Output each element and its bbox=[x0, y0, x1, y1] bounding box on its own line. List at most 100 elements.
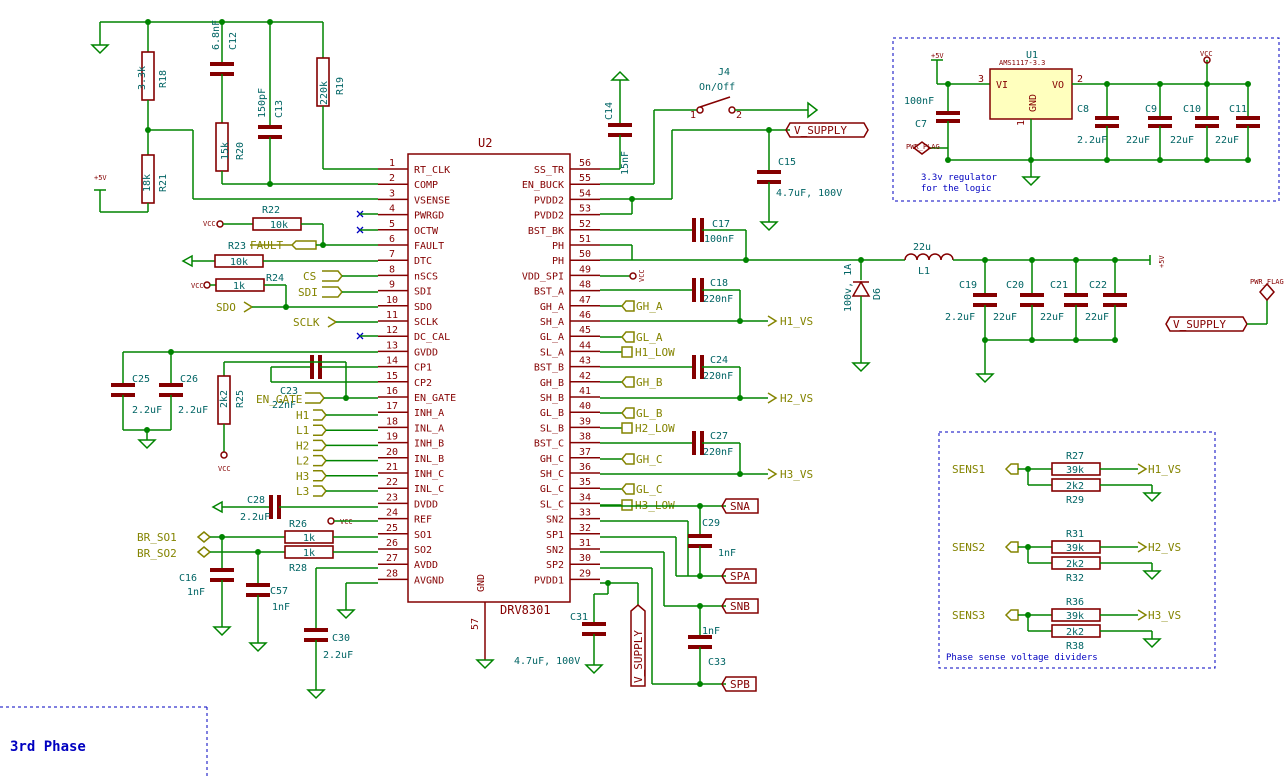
r29-ref: R29 bbox=[1066, 495, 1084, 506]
ic-pin-number: 44 bbox=[579, 340, 591, 351]
u1-ref: U1 bbox=[1026, 50, 1038, 61]
ic-pin-number: 13 bbox=[386, 340, 398, 351]
ic-pin-number: 46 bbox=[579, 310, 591, 321]
ic-pin-name: SH_A bbox=[540, 317, 564, 328]
left-io-network: VCC R22 10k FAULT R23 10k CS VCC R24 1k bbox=[181, 205, 378, 340]
r25-value: 2k2 bbox=[219, 390, 230, 408]
c11-value: 22uF bbox=[1215, 135, 1239, 146]
r20-ref: R20 bbox=[235, 142, 246, 160]
ic-pin-number: 32 bbox=[579, 523, 591, 534]
ic-pin-number: 30 bbox=[579, 553, 591, 564]
ic-pin-number: 18 bbox=[386, 416, 398, 427]
hier-label-shape bbox=[767, 468, 778, 480]
sens1-label: SENS1 bbox=[952, 463, 985, 476]
h1-low-label: H1_LOW bbox=[635, 346, 675, 359]
hier-label-shape bbox=[1004, 541, 1019, 553]
junction bbox=[1157, 81, 1163, 87]
r18-value: 3.3k bbox=[137, 66, 148, 90]
ic-pin-name: PVDD2 bbox=[534, 211, 564, 222]
ic-pin-name: DVDD bbox=[414, 499, 438, 510]
c17-value: 100nF bbox=[704, 234, 734, 245]
h1-vs-label: H1_VS bbox=[1148, 463, 1181, 476]
ic-pin-name: SO2 bbox=[414, 545, 432, 556]
ic-pin-number: 38 bbox=[579, 432, 591, 443]
c26-ref: C26 bbox=[180, 374, 198, 385]
ic-pin-name: VDD_SPI bbox=[522, 271, 564, 282]
r23-ref: R23 bbox=[228, 241, 246, 252]
ic-pin-name: BST_A bbox=[534, 287, 564, 298]
c24-value: 220nF bbox=[703, 371, 733, 382]
ic-pin-name: EN_GATE bbox=[414, 393, 456, 404]
ic-pin-name: AVGND bbox=[414, 575, 444, 586]
hier-label-shape bbox=[313, 439, 327, 452]
u1-gnd: GND bbox=[1028, 94, 1039, 112]
ic-pin-number: 51 bbox=[579, 234, 591, 245]
c7-ref: C7 bbox=[915, 119, 927, 130]
phase-dividers: SENS1R2739k2k2R29H1_VSSENS2R3139k2k2R32H… bbox=[952, 451, 1181, 652]
ic-pin-name: nSCS bbox=[414, 271, 438, 282]
c8-value: 2.2uF bbox=[1077, 135, 1107, 146]
h2-low-label: H2_LOW bbox=[635, 422, 675, 435]
br-so1-label: BR_SO1 bbox=[137, 531, 177, 544]
ic-pin-name: INH_B bbox=[414, 439, 444, 450]
ic-pin-number: 47 bbox=[579, 295, 591, 306]
c27-ref: C27 bbox=[710, 431, 728, 442]
hier-label-shape bbox=[1137, 463, 1148, 475]
ic-pin-number: 24 bbox=[386, 508, 398, 519]
c24-ref: C24 bbox=[710, 355, 728, 366]
ic-pin-name: GL_C bbox=[540, 484, 564, 495]
ic-pin-number: 29 bbox=[579, 568, 591, 579]
gl-a-label: GL_A bbox=[636, 331, 663, 344]
c28-ref: C28 bbox=[247, 495, 265, 506]
ic-pin-number: 1 bbox=[389, 158, 395, 169]
ic-pin-number: 43 bbox=[579, 356, 591, 367]
c33-ref: C33 bbox=[708, 657, 726, 668]
hier-label-shape bbox=[1137, 541, 1148, 553]
ic-pin-number: 14 bbox=[386, 356, 398, 367]
ic-pin-number: 49 bbox=[579, 264, 591, 275]
hier-label-shape bbox=[621, 331, 635, 343]
c10-ref: C10 bbox=[1183, 104, 1201, 115]
c19-ref: C19 bbox=[959, 280, 977, 291]
c22-ref: C22 bbox=[1089, 280, 1107, 291]
hier-label-shape bbox=[621, 499, 633, 511]
junction bbox=[1104, 81, 1110, 87]
j4-value: On/Off bbox=[699, 82, 735, 93]
spa-label: SPA bbox=[730, 570, 750, 583]
c9-ref: C9 bbox=[1145, 104, 1157, 115]
sclk-label: SCLK bbox=[293, 316, 320, 329]
vcc-label-reg: VCC bbox=[1200, 50, 1213, 58]
r28-value: 1k bbox=[303, 548, 315, 559]
r27-value: 39k bbox=[1066, 465, 1084, 476]
c23-ref: C23 bbox=[280, 386, 298, 397]
ic-pin-number: 6 bbox=[389, 234, 395, 245]
gh-a-label: GH_A bbox=[636, 300, 663, 313]
cs-label: CS bbox=[303, 270, 316, 283]
h3-vs-label: H3_VS bbox=[780, 468, 813, 481]
ic-pin-number: 8 bbox=[389, 264, 395, 275]
ic-pin-name: INH_A bbox=[414, 408, 444, 419]
hier-label-shape bbox=[621, 422, 633, 434]
ic-pin-name: SS_TR bbox=[534, 165, 565, 176]
c18-value: 220nF bbox=[703, 294, 733, 305]
en-gate-label: EN_GATE bbox=[256, 393, 302, 406]
c25-ref: C25 bbox=[132, 374, 150, 385]
c12-ref: C12 bbox=[228, 32, 239, 50]
ic-pin-number: 26 bbox=[386, 538, 398, 549]
c27-value: 220nF bbox=[703, 447, 733, 458]
junction bbox=[1204, 157, 1210, 163]
c10-value: 22uF bbox=[1170, 135, 1194, 146]
ic-pin-number: 11 bbox=[386, 310, 398, 321]
p5v-label-1: +5V bbox=[94, 174, 107, 182]
h1-label: H1 bbox=[296, 409, 309, 422]
pwr-flag-2: PWR_FLAG bbox=[906, 143, 940, 151]
third-phase-title: 3rd Phase bbox=[10, 739, 86, 755]
divider-note: Phase sense voltage dividers bbox=[946, 653, 1098, 663]
r21-ref: R21 bbox=[158, 174, 169, 192]
ic-pin-number: 37 bbox=[579, 447, 591, 458]
l1-label: L1 bbox=[296, 424, 309, 437]
ic-pin-name: BST_B bbox=[534, 363, 564, 374]
ic-pin-name: PH bbox=[552, 256, 564, 267]
u1-pin1: 1 bbox=[1016, 120, 1027, 126]
ic-pin-number: 54 bbox=[579, 188, 591, 199]
